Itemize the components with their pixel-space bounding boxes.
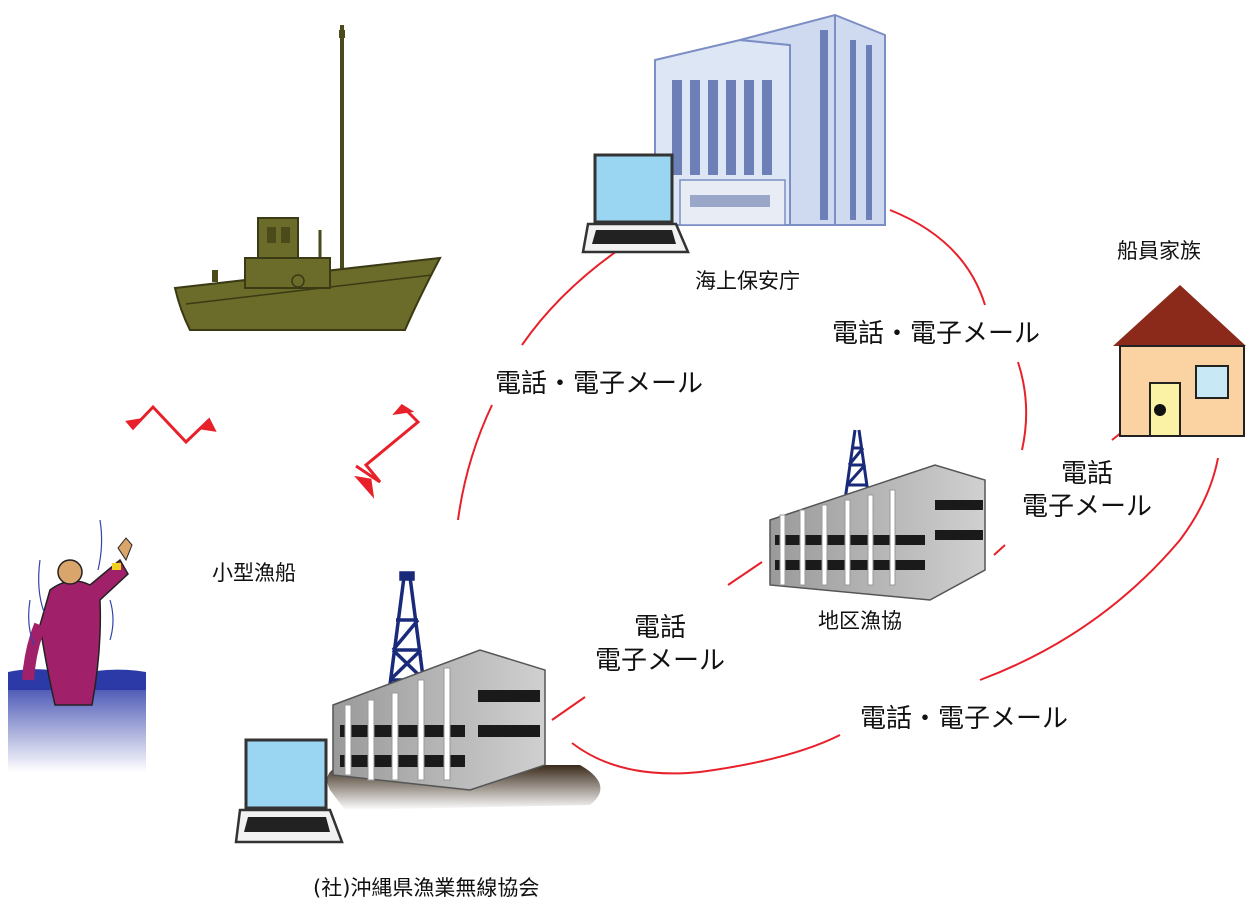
link-coastguard-family-upper xyxy=(889,209,986,306)
link-association-coop-lower xyxy=(551,696,586,721)
label-comm-association-coop-line1: 電話 xyxy=(633,613,686,643)
label-comm-association-family: 電話・電子メール xyxy=(860,704,1069,734)
link-lines xyxy=(457,209,1219,775)
link-association-coop-upper xyxy=(727,561,763,586)
label-comm-coop-family: 電話 電子メール xyxy=(1012,458,1162,523)
label-comm-coastguard-association: 電話・電子メール xyxy=(495,369,704,399)
local-fisheries-coop-building-icon xyxy=(769,429,986,601)
link-coastguard-association-lower xyxy=(457,404,493,521)
link-coastguard-association-upper xyxy=(521,245,625,346)
label-association: (社)沖縄県漁業無線協会 xyxy=(313,876,540,900)
label-comm-association-coop: 電話 電子メール xyxy=(585,612,735,677)
label-crew-family: 船員家族 xyxy=(1117,239,1201,263)
label-local-fisheries-coop: 地区漁協 xyxy=(818,609,902,633)
label-comm-association-coop-line2: 電子メール xyxy=(594,645,725,676)
link-association-family-upper xyxy=(979,457,1219,681)
radio-wave-icon xyxy=(125,404,217,445)
label-comm-coop-family-line1: 電話 xyxy=(1060,459,1113,489)
laptop-icon xyxy=(234,738,344,844)
label-comm-coop-family-line2: 電子メール xyxy=(1021,491,1152,522)
drowning-person-icon xyxy=(8,519,146,772)
label-comm-coastguard-family: 電話・電子メール xyxy=(832,319,1041,349)
link-coop-family-lower xyxy=(993,544,1006,556)
label-small-fishing-boat: 小型漁船 xyxy=(212,561,296,585)
house-icon xyxy=(1113,285,1246,437)
laptop-icon xyxy=(581,153,690,254)
radio-wave-icon xyxy=(354,404,421,499)
label-coast-guard: 海上保安庁 xyxy=(695,269,800,293)
fishing-boat-icon xyxy=(173,25,442,331)
link-coastguard-family-lower xyxy=(1017,361,1028,451)
association-building-icon xyxy=(327,571,601,810)
coast-guard-building-icon xyxy=(654,13,886,226)
link-association-family-lower xyxy=(571,734,841,775)
